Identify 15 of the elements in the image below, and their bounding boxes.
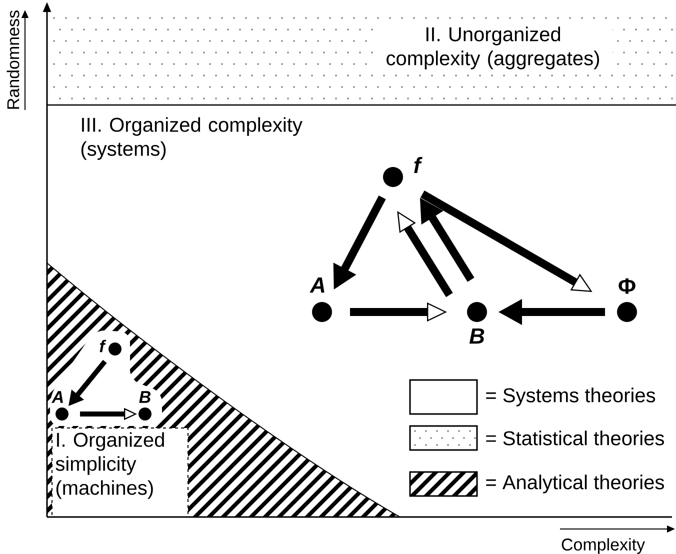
legend-entry: = Systems theories bbox=[409, 379, 656, 415]
legend-entry: = Analytical theories bbox=[409, 471, 664, 497]
axis-label: Complexity bbox=[562, 538, 645, 554]
node-label: B bbox=[139, 391, 151, 403]
node-label: A bbox=[52, 391, 63, 403]
node-label: Φ bbox=[618, 278, 636, 294]
region-label: II. Unorganized complexity (aggregates) bbox=[374, 24, 612, 72]
region-label: III. Organized complexity (systems) bbox=[81, 117, 302, 160]
legend-entry: = Statistical theories bbox=[409, 425, 664, 451]
region-label: I. Organized simplicity (machines) bbox=[56, 432, 164, 499]
node-label: A bbox=[310, 277, 324, 293]
node-label: f bbox=[100, 340, 106, 352]
node-label: f bbox=[414, 157, 423, 173]
axis-label: Randomness bbox=[6, 10, 20, 109]
node-label: B bbox=[469, 328, 484, 344]
